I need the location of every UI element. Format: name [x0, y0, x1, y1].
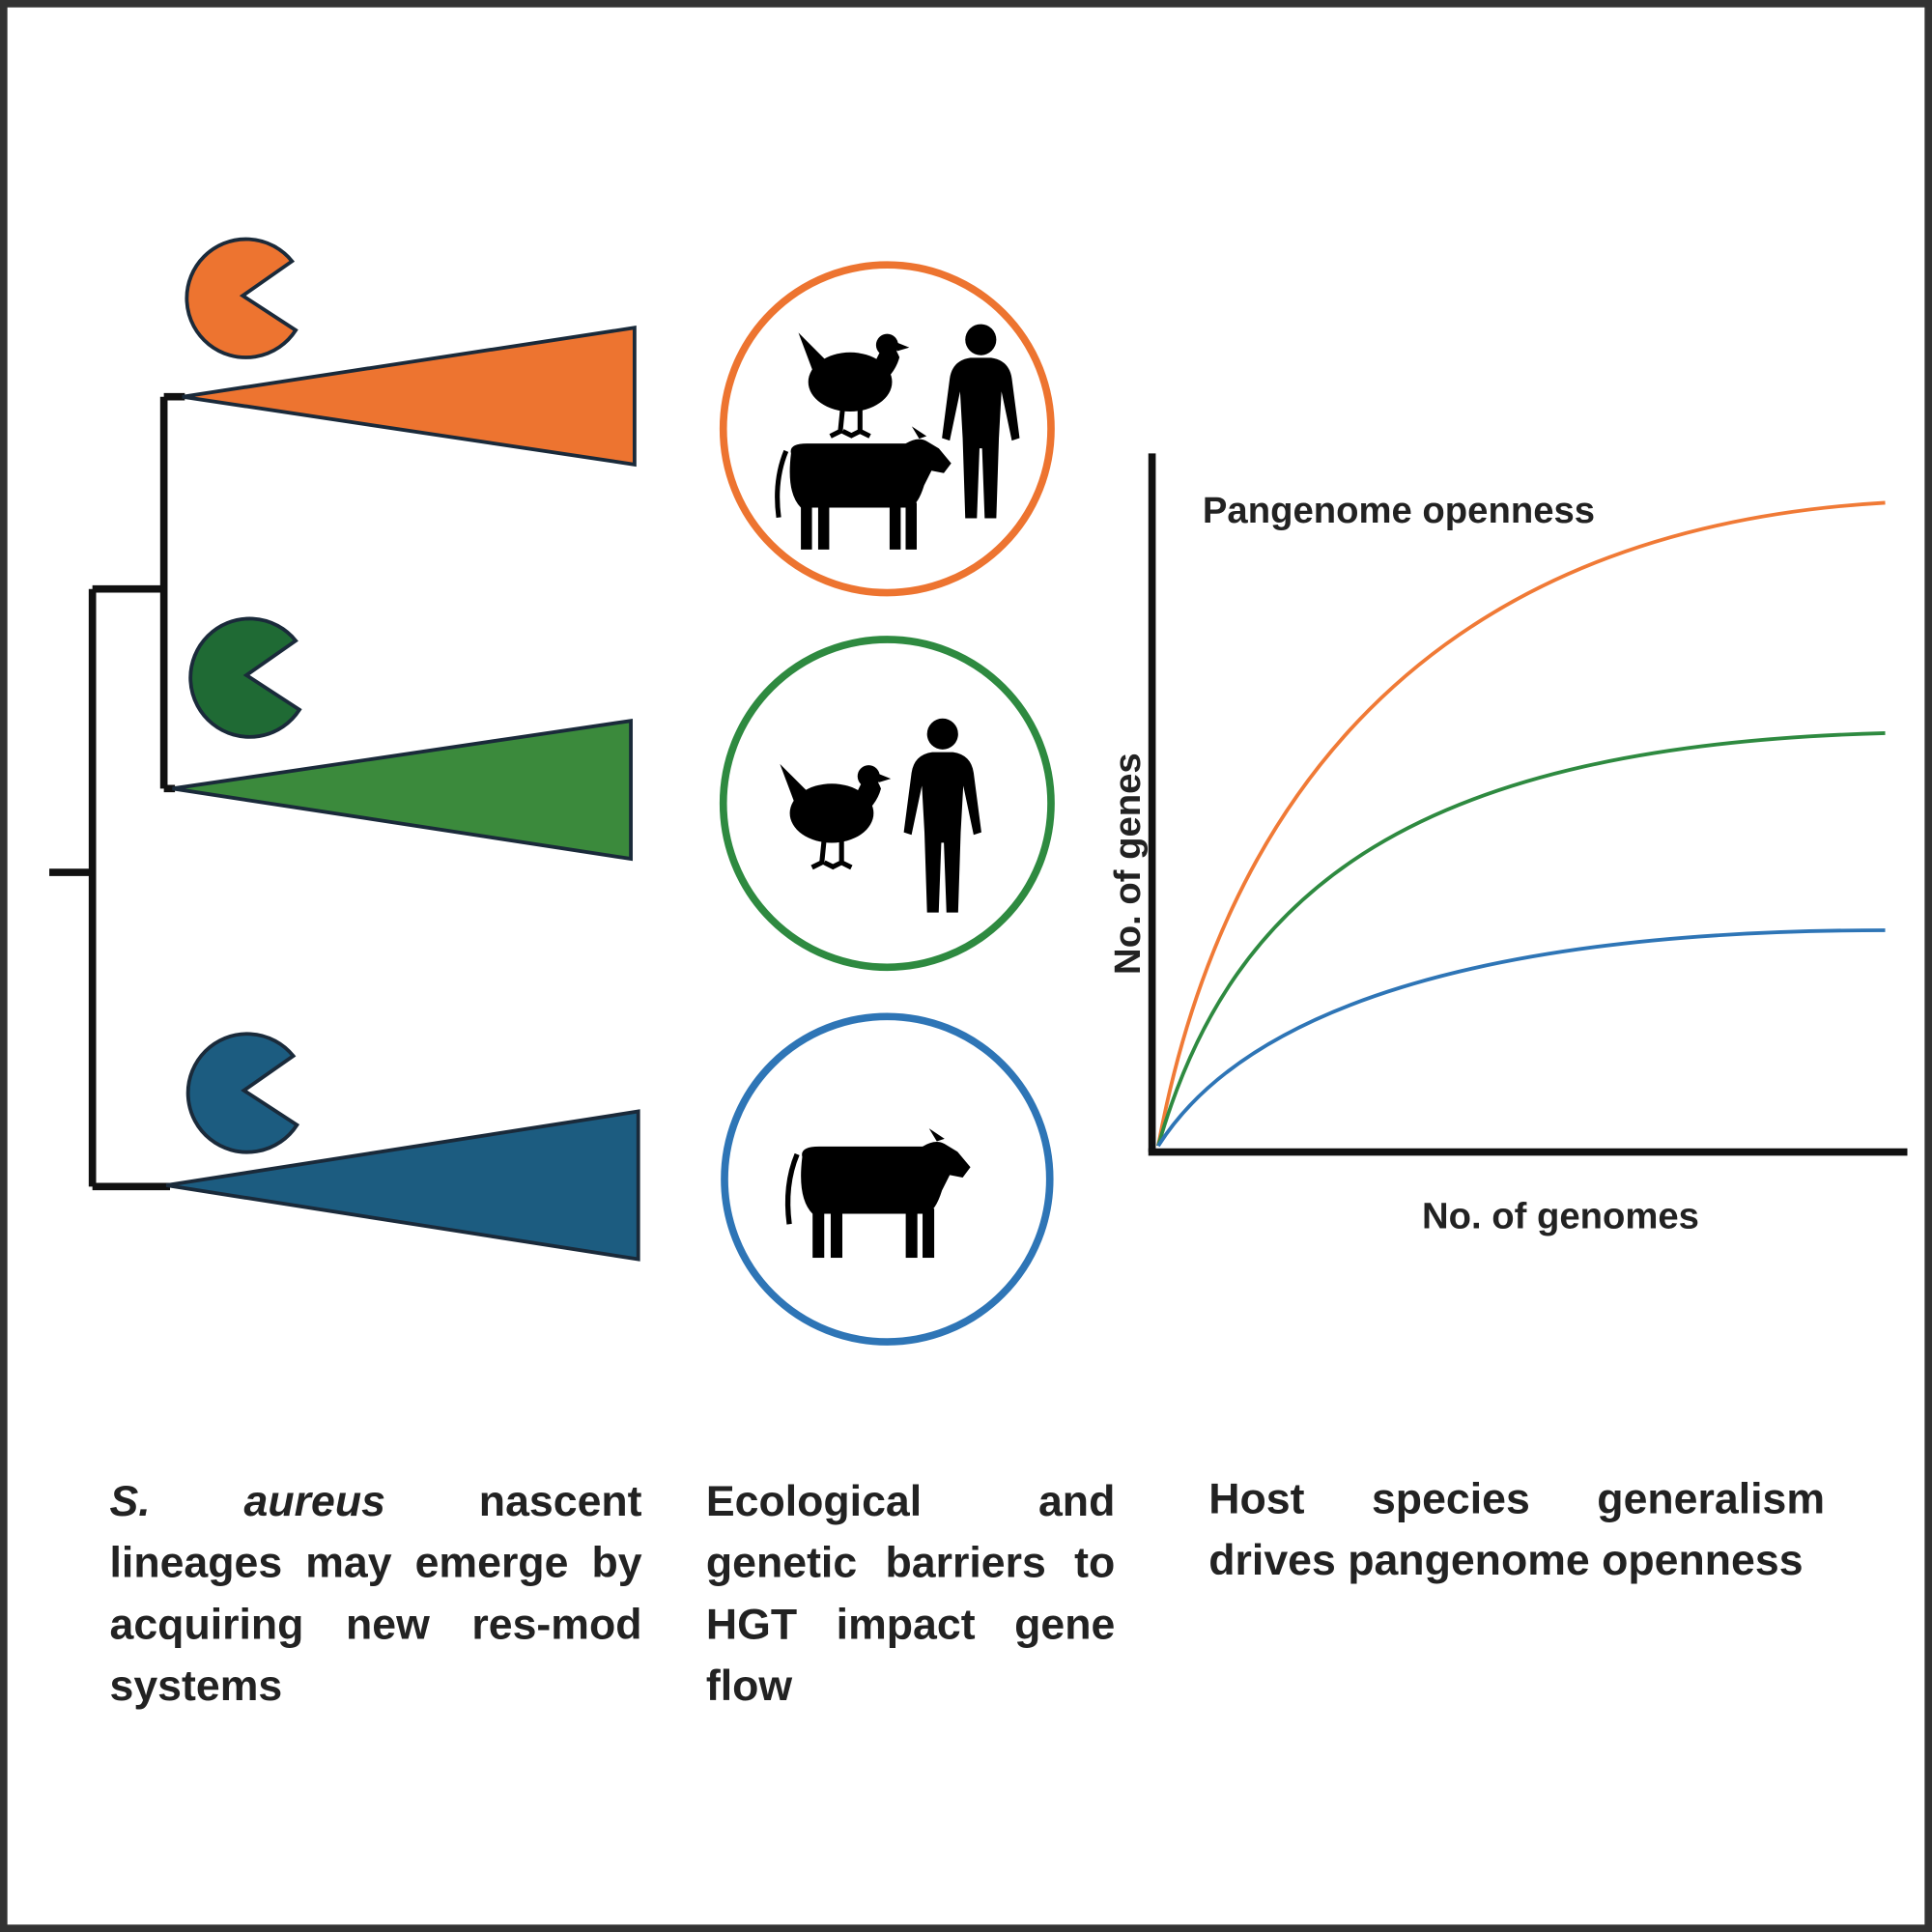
pangenome-chart [1148, 453, 1908, 1156]
caption-barriers: Ecological and genetic barriers to HGT i… [705, 1477, 1116, 1711]
lineage-orange-clade [182, 326, 637, 468]
cow-icon [778, 426, 952, 550]
human-icon [942, 324, 1020, 519]
host-circle-orange [719, 261, 1055, 597]
cow-icon [788, 1128, 971, 1258]
curve-orange [1156, 500, 1886, 1147]
curve-blue [1156, 928, 1886, 1148]
species-name: S. aureus [109, 1477, 385, 1526]
caption-generalism: Host species generalism drives pangenome… [1208, 1474, 1826, 1585]
chart-title: Pangenome openness [1202, 490, 1596, 531]
res-mod-system-icon-blue [185, 1032, 300, 1154]
curve-green [1156, 731, 1886, 1147]
res-mod-system-icon-green [188, 616, 302, 739]
phylogenetic-tree [49, 392, 185, 1191]
host-circle-blue [721, 1012, 1054, 1346]
human-icon [903, 718, 981, 913]
caption-lineages: S. aureus nascent lineages may emerge by… [110, 1471, 642, 1718]
host-circle-green [719, 636, 1055, 972]
res-mod-system-icon-orange [185, 237, 298, 359]
lineage-green-clade [172, 718, 633, 862]
chicken-icon [780, 764, 891, 867]
x-axis-label: No. of genomes [1421, 1196, 1699, 1237]
diagram-canvas [49, 237, 1908, 1346]
y-axis-label: No. of genes [1107, 753, 1149, 975]
chicken-icon [799, 332, 910, 436]
lineage-blue-clade [165, 1109, 640, 1262]
caption-lineages-text: nascent lineages may emerge by acquiring… [109, 1477, 642, 1711]
